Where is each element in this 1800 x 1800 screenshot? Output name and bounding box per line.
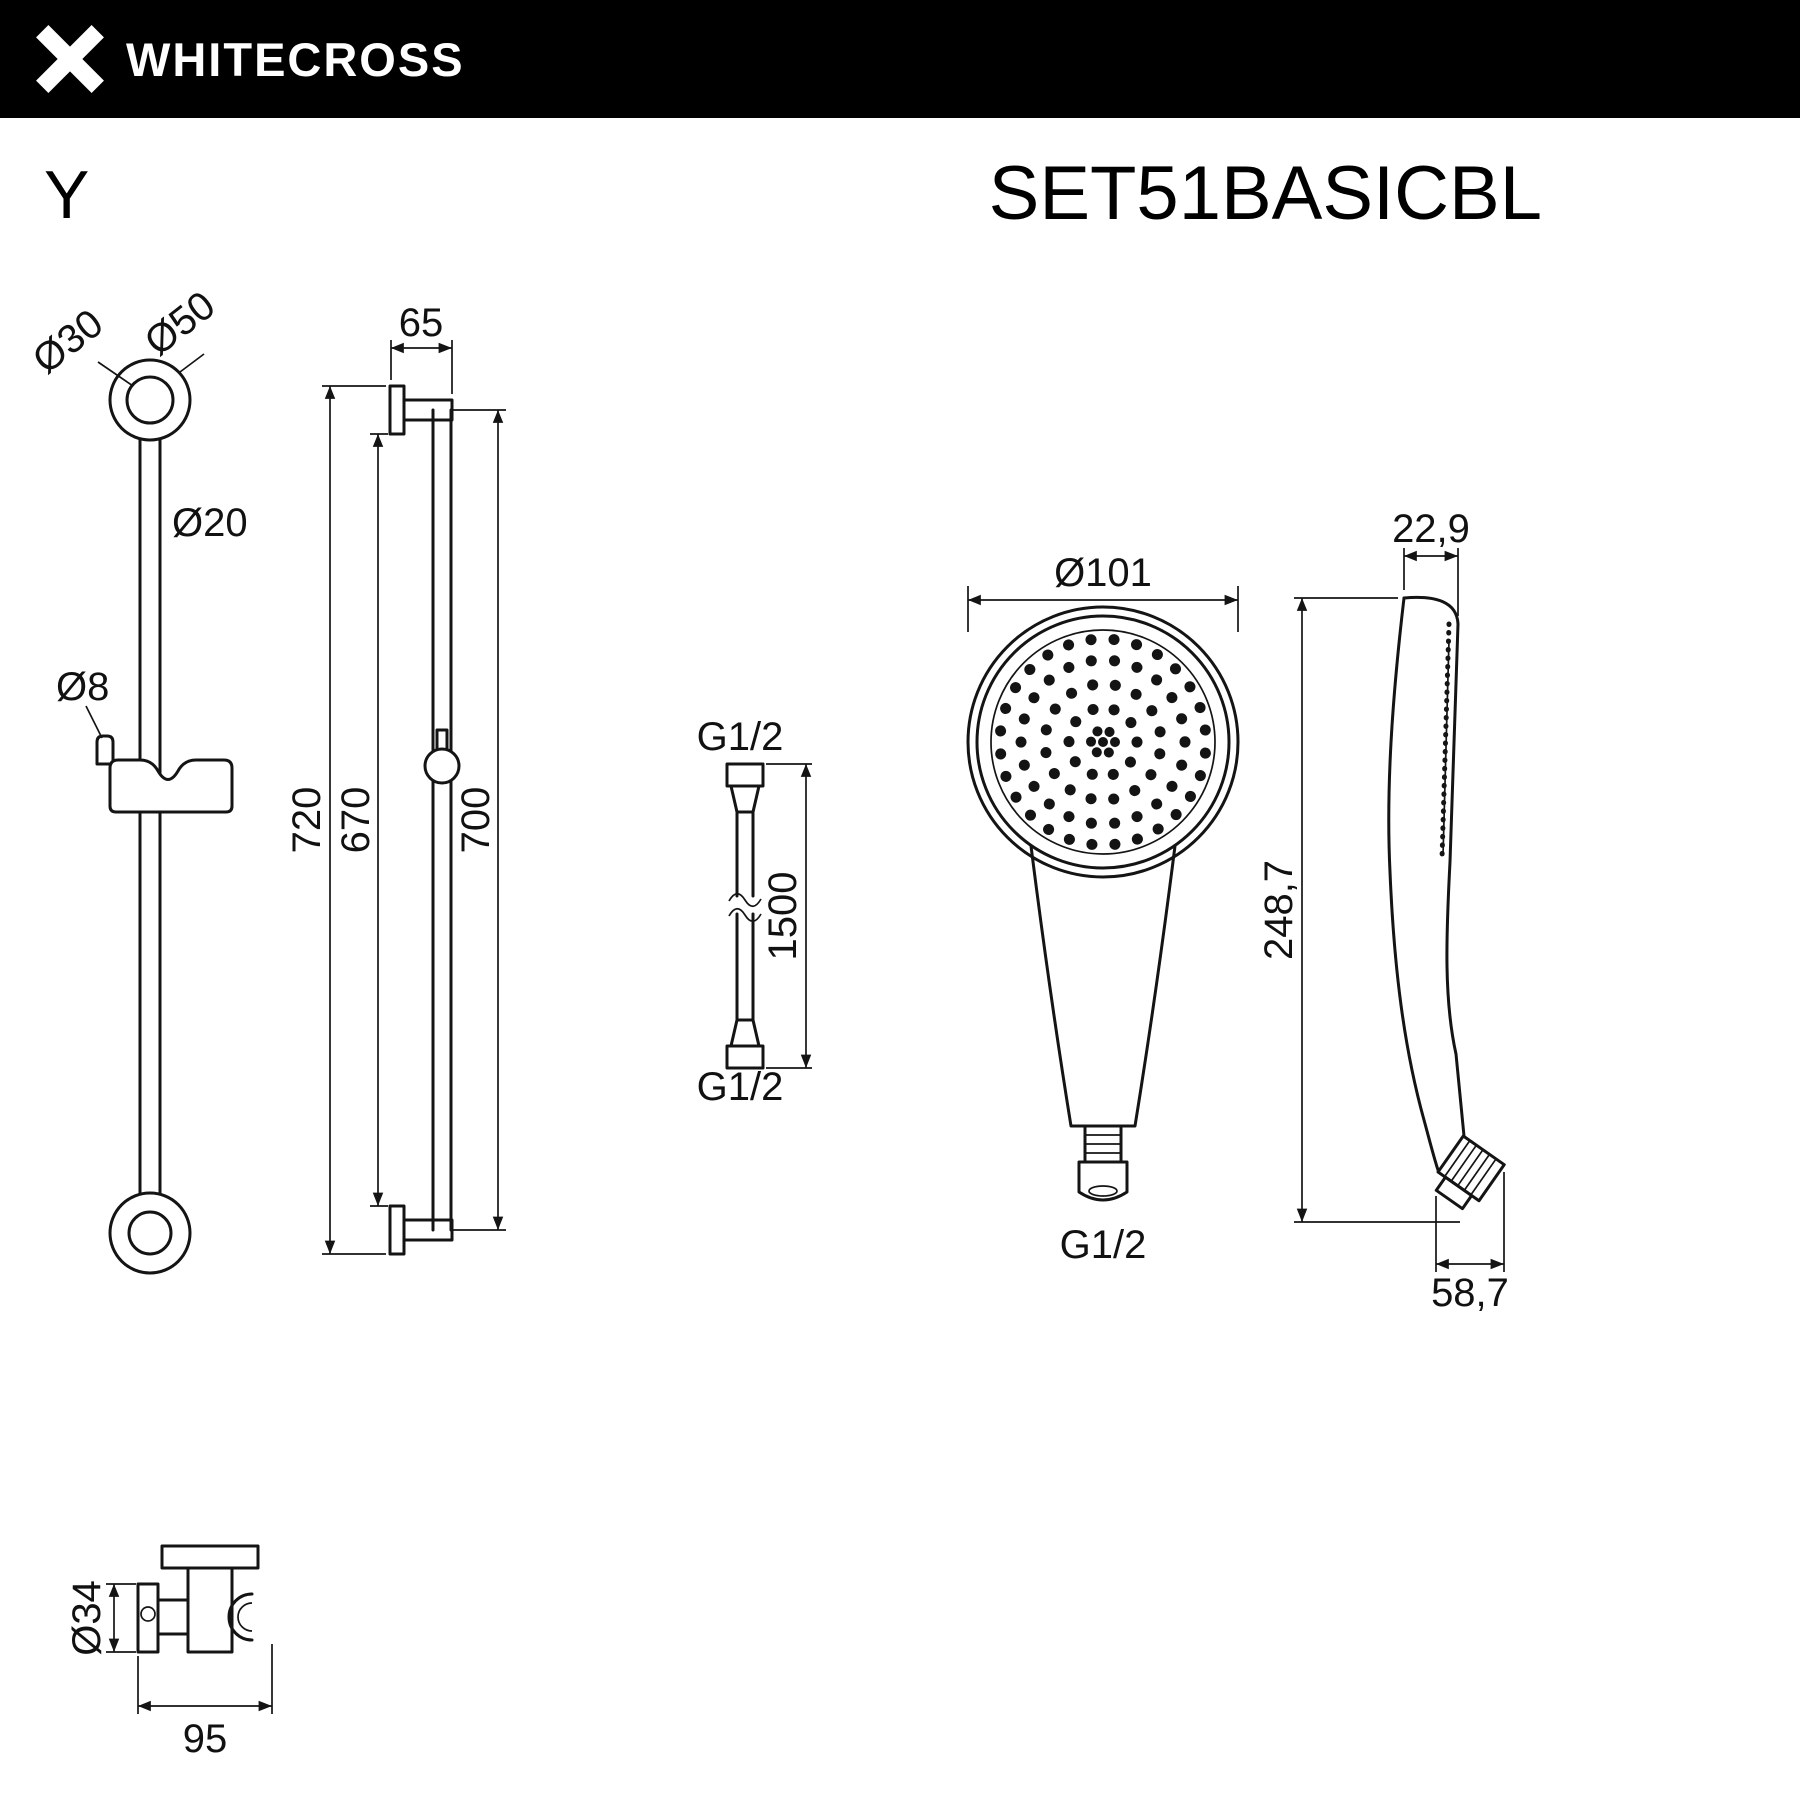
dim-bar-length: 700	[454, 787, 498, 854]
bottom-wall-flange	[108, 1191, 192, 1275]
holder-body	[186, 1566, 234, 1654]
dim-bar-diameter: Ø20	[172, 501, 248, 545]
series-title: Y	[44, 157, 90, 233]
dim-mount-inner-diameter: Ø30	[25, 301, 112, 382]
handshower-front-view: Ø101 G1/2	[966, 551, 1240, 1267]
knurl-line	[1463, 1153, 1491, 1191]
top-wall-plate	[388, 384, 406, 436]
holder-screw-hole	[140, 1606, 156, 1622]
knurled-connector	[1434, 1134, 1506, 1211]
knurl-line	[1450, 1144, 1478, 1182]
handle-back-edge	[1387, 596, 1440, 1172]
dim-mount-outer-diameter: Ø50	[137, 283, 224, 364]
slider-holder-front	[108, 758, 234, 814]
dim-hose-thread-top: G1/2	[697, 715, 784, 759]
face-inner-line	[1442, 639, 1450, 857]
nozzle-ring	[1086, 725, 1120, 759]
dim-overall-length: 720	[285, 787, 329, 854]
dim-handshower-height: 248,7	[1257, 860, 1301, 960]
slider-pin-side	[435, 728, 449, 752]
leader-line	[97, 361, 134, 387]
connector-collar	[1077, 1160, 1129, 1202]
dim-head-depth: 22,9	[1392, 507, 1470, 551]
head-rim-outer	[966, 605, 1240, 879]
knurl-nut	[1436, 1134, 1506, 1203]
nozzle-center-dot	[1098, 737, 1108, 747]
holder-wall-plate	[136, 1582, 160, 1654]
dim-handshower-thread: G1/2	[1060, 1223, 1147, 1267]
holder-clip-outer	[227, 1592, 254, 1642]
dim-inner-length: 670	[334, 787, 378, 854]
dim-holder-width: 95	[183, 1717, 228, 1761]
connector-end	[1434, 1175, 1474, 1211]
hose-top-cone	[729, 784, 761, 814]
leader-line	[179, 353, 205, 373]
brand-name: WHITECROSS	[126, 32, 465, 86]
bottom-arm	[402, 1218, 454, 1242]
bottom-wall-plate	[388, 1204, 406, 1256]
dim-wall-offset: 65	[399, 301, 444, 345]
slider-knob-side	[423, 747, 461, 785]
handle-face-edge	[1402, 595, 1466, 1138]
rail-side-view: 65 720 670 700	[285, 301, 506, 1256]
knurl-line	[1443, 1140, 1471, 1178]
dim-hose-length: 1500	[761, 872, 805, 961]
knurl-line	[1457, 1149, 1484, 1187]
head-rim-inner	[975, 614, 1231, 870]
bottom-wall-flange-inner	[127, 1210, 173, 1256]
top-wall-flange-inner	[125, 375, 175, 425]
holder-detail-view: Ø34 95	[65, 1544, 273, 1761]
model-number: SET51BASICBL	[988, 151, 1542, 236]
dim-holder-plate-diameter: Ø34	[65, 1580, 109, 1656]
connector-opening	[1088, 1185, 1118, 1197]
knurl-line	[1470, 1158, 1497, 1196]
handshower-side-view: 22,9 248,7 58,7	[1257, 507, 1509, 1315]
handle-front	[1029, 844, 1177, 1128]
hose-top-nut	[725, 762, 765, 788]
nozzle-ring	[1015, 654, 1191, 830]
rail-front-view: Ø30 Ø50 Ø20 Ø8	[25, 283, 248, 1275]
hose-bottom-cone	[729, 1018, 761, 1048]
nozzle-ring	[1063, 702, 1143, 782]
hose-break-symbol	[728, 892, 762, 908]
dim-pin-diameter: Ø8	[56, 665, 109, 709]
holder-arm	[156, 1598, 190, 1636]
spray-face-edge	[990, 629, 1216, 855]
holder-clip-inner	[237, 1602, 253, 1632]
top-arm	[402, 398, 454, 422]
holder-pin	[95, 734, 115, 766]
leader-line	[85, 705, 103, 739]
dim-hose-thread-bottom: G1/2	[697, 1065, 784, 1109]
hose-bottom-nut	[725, 1044, 765, 1070]
holder-top-plate	[160, 1544, 260, 1570]
hose-break-symbol	[728, 907, 762, 923]
dim-base-width: 58,7	[1431, 1271, 1509, 1315]
dim-head-diameter: Ø101	[1054, 551, 1152, 595]
top-wall-flange	[108, 358, 192, 442]
brand-bar: WHITECROSS	[0, 0, 1800, 118]
hose-view: G1/2 G1/2 1500	[697, 715, 812, 1109]
whitecross-x-logo-icon	[36, 25, 104, 93]
